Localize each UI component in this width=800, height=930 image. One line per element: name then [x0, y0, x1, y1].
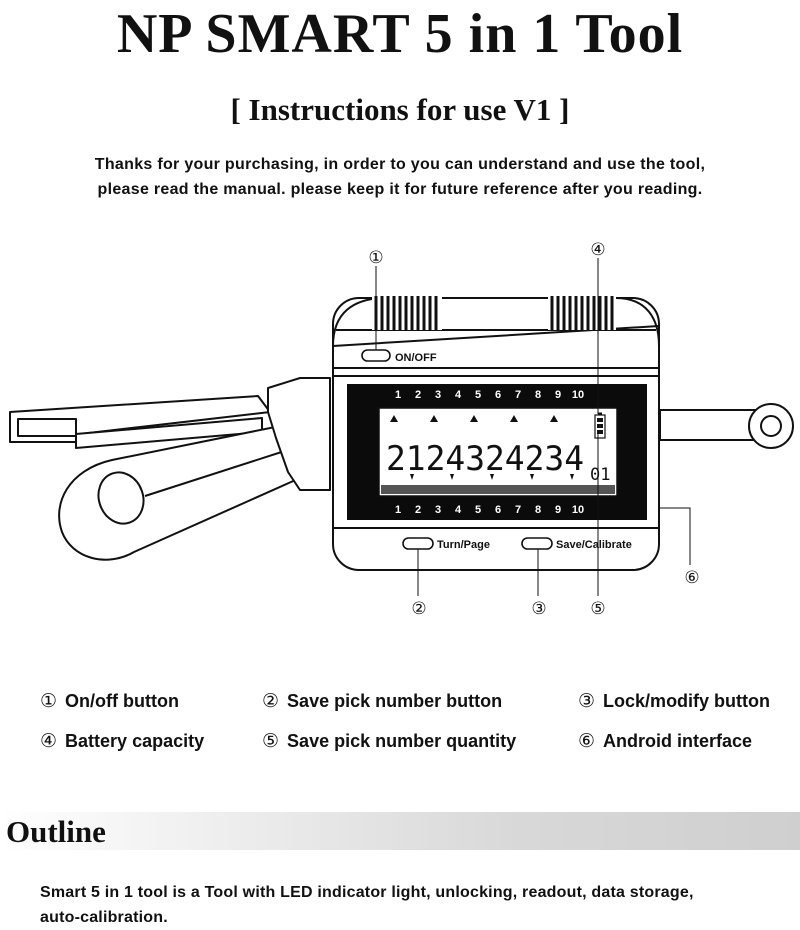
- callout-1: ①: [368, 248, 383, 268]
- pin-number-top: 4: [455, 389, 462, 401]
- legend-label: Lock/modify button: [603, 691, 771, 711]
- callout-5: ⑤: [590, 599, 605, 619]
- legend-label: Save pick number button: [287, 691, 503, 711]
- legend-num: ⑤: [262, 730, 280, 752]
- pin-number-bottom: 10: [572, 504, 584, 516]
- callout-3: ③: [531, 599, 546, 619]
- lcd-screen: [378, 407, 618, 497]
- intro-line-2: please read the manual. please keep it f…: [97, 181, 703, 198]
- on-off-button[interactable]: [361, 349, 391, 362]
- device-diagram: ON/OFF 1 2 3 4 5 6 7 8 9 10 1 2 3 4 5 6 7 8 9 10 212432423…: [9, 240, 794, 619]
- lcd-up-markers: [390, 415, 558, 422]
- pin-number-top: 1: [395, 389, 401, 401]
- grip-right: [548, 296, 616, 330]
- legend-item: ② Save pick number button: [262, 690, 502, 712]
- legend-item: ④ Battery capacity: [40, 730, 204, 752]
- android-interface-arm: [659, 409, 761, 441]
- pin-number-bottom: 9: [555, 504, 561, 516]
- handle-hole: [97, 471, 145, 525]
- legend-label: Android interface: [603, 731, 753, 751]
- battery-icon: [594, 412, 606, 439]
- outline-header: Outline: [0, 812, 800, 850]
- lcd-down-markers: [410, 474, 574, 480]
- page-subtitle: [ Instructions for use V1 ]: [230, 92, 570, 127]
- outline-title: Outline: [6, 814, 106, 849]
- callout-6: ⑥: [684, 568, 699, 588]
- pin-number-bottom: 2: [415, 504, 421, 516]
- legend-num: ①: [40, 690, 58, 712]
- pin-number-top: 9: [555, 389, 561, 401]
- turn-page-button[interactable]: [402, 537, 434, 550]
- legend-label: On/off button: [65, 691, 179, 711]
- legend-num: ④: [40, 730, 58, 752]
- save-calibrate-button[interactable]: [521, 537, 553, 550]
- on-off-label: ON/OFF: [395, 352, 437, 364]
- tool-handle: [58, 423, 301, 561]
- pin-number-top: 8: [535, 389, 541, 401]
- callout-4: ④: [590, 240, 605, 260]
- turn-page-label: Turn/Page: [437, 539, 490, 551]
- legend-item: ① On/off button: [40, 690, 179, 712]
- page-title: NP SMART 5 in 1 Tool: [116, 3, 684, 65]
- pin-number-top: 10: [572, 389, 584, 401]
- legend-row: ④ Battery capacity ⑤ Save pick number quan…: [40, 730, 800, 770]
- legend-num: ③: [578, 690, 596, 712]
- pin-number-top: 6: [495, 389, 501, 401]
- legend-label: Save pick number quantity: [287, 731, 517, 751]
- pin-number-bottom: 6: [495, 504, 501, 516]
- legend-item: ⑤ Save pick number quantity: [262, 730, 516, 752]
- lcd-count: 01: [590, 465, 610, 485]
- pin-number-bottom: 1: [395, 504, 401, 516]
- intro-text: Thanks for your purchasing, in order to …: [0, 152, 800, 202]
- android-interface-hole: [760, 415, 782, 437]
- pin-number-bottom: 8: [535, 504, 541, 516]
- pin-number-bottom: 7: [515, 504, 521, 516]
- tool-neck: [267, 377, 331, 491]
- pin-number-bottom: 5: [475, 504, 481, 516]
- pin-number-top: 2: [415, 389, 421, 401]
- pin-number-top: 3: [435, 389, 441, 401]
- outline-line-1: Smart 5 in 1 tool is a Tool with LED ind…: [40, 884, 694, 901]
- legend-num: ②: [262, 690, 280, 712]
- legend-num: ⑥: [578, 730, 596, 752]
- pin-number-bottom: 4: [455, 504, 462, 516]
- pin-number-bottom: 3: [435, 504, 441, 516]
- legend-label: Battery capacity: [65, 731, 205, 751]
- pin-number-top: 7: [515, 389, 521, 401]
- pin-number-top: 5: [475, 389, 481, 401]
- callout-2: ②: [411, 599, 426, 619]
- lcd-bottom-bar: [381, 485, 615, 494]
- intro-line-1: Thanks for your purchasing, in order to …: [94, 156, 706, 173]
- save-calibrate-label: Save/Calibrate: [556, 539, 632, 551]
- legend-item: ⑥ Android interface: [578, 730, 752, 752]
- grip-left: [372, 296, 442, 330]
- pick-wire-slot: [17, 418, 77, 437]
- lcd-digits: 2124324234: [386, 439, 584, 479]
- legend-item: ③ Lock/modify button: [578, 690, 770, 712]
- outline-line-2: auto-calibration.: [40, 909, 168, 926]
- outline-text: Smart 5 in 1 tool is a Tool with LED ind…: [40, 880, 790, 930]
